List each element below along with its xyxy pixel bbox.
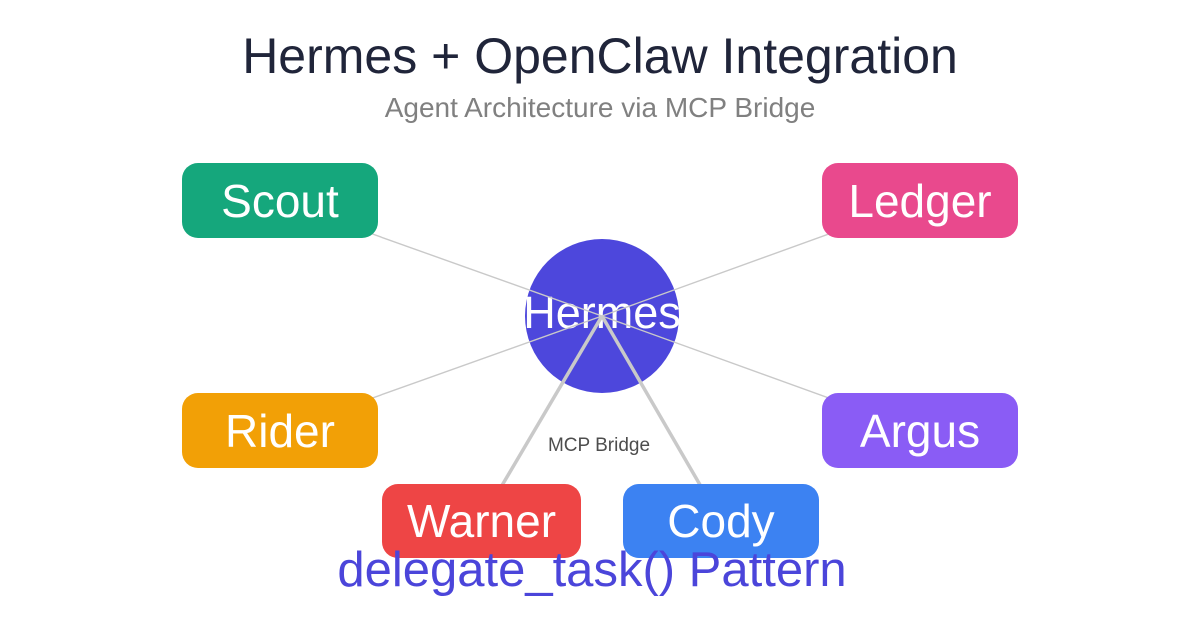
agent-node-rider-label: Rider (225, 404, 335, 457)
agent-node-ledger: Ledger (822, 163, 1018, 238)
page-subtitle: Agent Architecture via MCP Bridge (384, 92, 816, 123)
agent-node-ledger-label: Ledger (848, 174, 992, 227)
hub-node-label: Hermes (523, 287, 681, 338)
agent-node-scout: Scout (182, 163, 378, 238)
agent-node-cody-label: Cody (667, 495, 775, 547)
agent-node-argus-label: Argus (859, 404, 981, 457)
agent-node-rider: Rider (182, 393, 378, 468)
agent-node-argus: Argus (822, 393, 1018, 468)
agent-node-scout-label: Scout (221, 174, 339, 227)
agent-node-cody: Cody (623, 484, 819, 558)
page-title: Hermes + OpenClaw Integration (242, 28, 958, 84)
agent-node-warner: Warner (382, 484, 581, 558)
footer-pattern-label: delegate_task() Pattern (337, 543, 847, 597)
agent-node-warner-label: Warner (406, 495, 557, 547)
hub-node-hermes: Hermes (523, 239, 681, 393)
mcp-bridge-label: MCP Bridge (547, 435, 651, 456)
